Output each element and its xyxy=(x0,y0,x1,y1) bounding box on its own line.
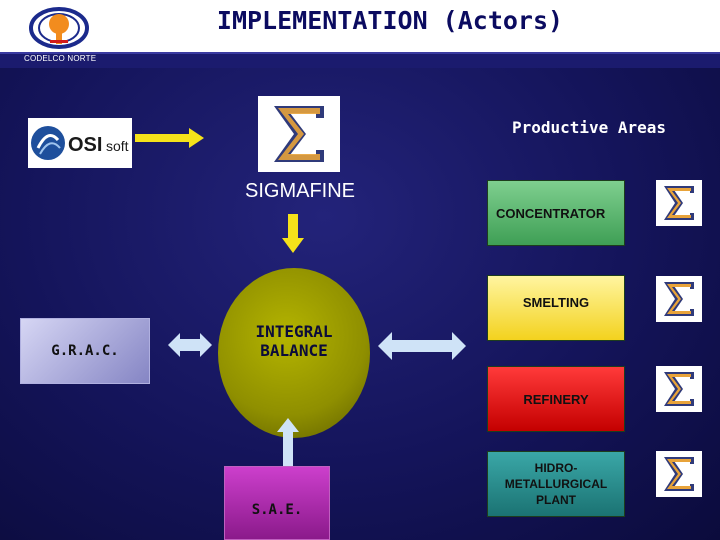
header-stripe xyxy=(0,52,720,68)
sigma-icon xyxy=(656,366,702,412)
osisoft-logo: OSI soft xyxy=(28,118,132,168)
double-arrow-icon xyxy=(168,333,212,357)
sigma-logo-icon xyxy=(258,96,340,172)
sae-box[interactable]: S.A.E. xyxy=(224,466,330,540)
grac-label: G.R.A.C. xyxy=(51,343,119,359)
soft-text: soft xyxy=(106,138,129,154)
sigma-icon xyxy=(656,276,702,322)
area-label: REFINERY xyxy=(523,391,589,407)
area-label: SMELTING xyxy=(522,295,590,310)
osisoft-logo-icon: OSI soft xyxy=(31,126,129,160)
sigma-icon xyxy=(656,180,702,226)
grac-box[interactable]: G.R.A.C. xyxy=(20,318,150,384)
double-arrow-icon xyxy=(378,332,466,360)
area-label-line1: HIDRO- xyxy=(534,461,578,475)
area-label: CONCENTRATOR xyxy=(496,205,606,221)
area-label-line3: PLANT xyxy=(536,493,576,507)
arrow-down-icon xyxy=(282,214,304,253)
sigmafine-label: SIGMAFINE xyxy=(244,180,355,202)
balance-label: BALANCE xyxy=(260,341,328,360)
sae-label: S.A.E. xyxy=(251,502,303,518)
area-refinery[interactable]: REFINERY xyxy=(487,366,625,432)
arrow-right-icon xyxy=(135,128,204,148)
header-band xyxy=(0,0,720,52)
codelco-logo-icon xyxy=(28,6,90,50)
osi-text: OSI xyxy=(68,134,102,156)
arrow-up-icon xyxy=(277,418,299,466)
area-smelting[interactable]: SMELTING xyxy=(487,275,625,341)
area-concentrator[interactable]: CONCENTRATOR xyxy=(487,180,625,246)
page-title: IMPLEMENTATION (Actors) xyxy=(216,6,564,35)
integral-label: INTEGRAL xyxy=(255,322,333,341)
area-hidrometallurgical-plant[interactable]: HIDRO- METALLURGICAL PLANT xyxy=(487,451,625,517)
productive-areas-title: Productive Areas xyxy=(511,118,667,137)
area-label-line2: METALLURGICAL xyxy=(504,477,608,491)
company-name: CODELCO NORTE xyxy=(24,54,97,63)
integral-balance-circle[interactable]: INTEGRAL BALANCE xyxy=(218,268,370,438)
sigma-icon xyxy=(656,451,702,497)
